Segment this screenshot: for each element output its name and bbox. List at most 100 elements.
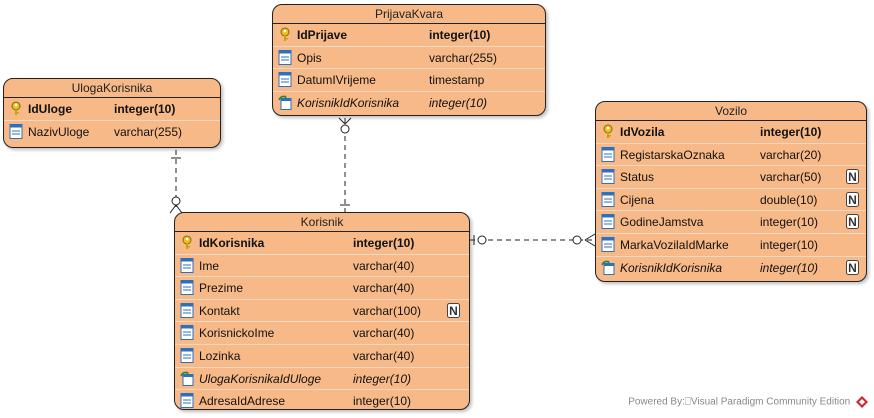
- column-row[interactable]: KorisnickoIme varchar(40): [175, 321, 469, 344]
- column-icon: [278, 72, 292, 88]
- svg-text:N: N: [449, 304, 458, 318]
- nullable-icon: N: [846, 169, 859, 185]
- svg-text:N: N: [848, 170, 857, 184]
- column-name: DatumIVrijeme: [297, 73, 376, 88]
- column-row[interactable]: Opis varchar(255): [273, 45, 545, 69]
- column-row[interactable]: IdPrijave integer(10): [273, 24, 545, 46]
- column-type: integer(10): [429, 28, 491, 42]
- column-type: varchar(40): [353, 348, 415, 363]
- column-type: integer(10): [353, 371, 412, 386]
- column-icon: [180, 347, 194, 363]
- column-icon: [601, 191, 615, 207]
- column-name: IdPrijave: [297, 28, 348, 42]
- column-icon: [9, 123, 23, 139]
- column-type: varchar(255): [429, 50, 498, 65]
- entity-vozilo[interactable]: Vozilo IdVozila integer(10) RegistarskaO…: [595, 101, 867, 282]
- column-name: NazivUloge: [28, 124, 90, 139]
- column-row[interactable]: Lozinka varchar(40): [175, 343, 469, 367]
- column-name: GodineJamstva: [620, 215, 704, 230]
- relationship-korisnik-vozilo[interactable]: [470, 233, 596, 247]
- entity-prijava-kvara[interactable]: PrijavaKvara IdPrijave integer(10) Opis …: [272, 4, 546, 116]
- column-type: integer(10): [429, 95, 488, 110]
- column-row[interactable]: IdUloge integer(10): [4, 98, 220, 120]
- svg-text:N: N: [848, 193, 857, 207]
- column-row[interactable]: Ime varchar(40): [175, 253, 469, 277]
- column-type: varchar(100): [353, 303, 422, 318]
- nullable-icon: N: [846, 259, 859, 275]
- column-name: Ime: [199, 258, 220, 273]
- column-icon: [180, 280, 194, 296]
- column-name: KorisnickoIme: [199, 326, 275, 341]
- column-name: KorisnikIdKorisnika: [297, 95, 400, 110]
- powered-by-text: Powered By:⎕Visual Paradigm Community Ed…: [628, 396, 851, 408]
- column-row[interactable]: MarkaVozilaIdMarke integer(10): [596, 232, 866, 256]
- column-type: integer(10): [760, 260, 819, 275]
- column-name: Status: [620, 170, 655, 185]
- foreign-key-icon: [278, 95, 292, 110]
- column-name: IdKorisnika: [199, 236, 265, 250]
- powered-by-footer: Powered By:⎕Visual Paradigm Community Ed…: [628, 396, 868, 408]
- column-type: integer(10): [353, 394, 412, 409]
- column-name: UlogaKorisnikaIdUloge: [199, 371, 322, 386]
- svg-text:N: N: [848, 261, 857, 275]
- column-row[interactable]: Cijena double(10) N: [596, 187, 866, 211]
- column-name: KorisnikIdKorisnika: [620, 260, 723, 275]
- column-type: varchar(255): [114, 124, 183, 139]
- column-icon: [180, 325, 194, 341]
- column-type: varchar(50): [760, 170, 822, 185]
- primary-key-icon: [280, 27, 290, 41]
- foreign-key-icon: [180, 371, 194, 386]
- column-type: integer(10): [760, 215, 819, 230]
- column-name: AdresaIdAdrese: [199, 394, 286, 409]
- svg-text:N: N: [848, 215, 857, 229]
- column-name: IdUloge: [28, 102, 72, 116]
- visual-paradigm-logo-icon: [856, 396, 868, 408]
- column-icon: [601, 214, 615, 230]
- primary-key-icon: [603, 124, 613, 138]
- relationship-uloga-korisnik[interactable]: [169, 150, 183, 214]
- column-row[interactable]: DatumIVrijeme timestamp: [273, 68, 545, 91]
- column-type: varchar(40): [353, 258, 415, 273]
- column-name: Lozinka: [199, 348, 241, 363]
- column-name: RegistarskaOznaka: [620, 147, 725, 162]
- column-name: Opis: [297, 50, 322, 65]
- column-row[interactable]: KorisnikIdKorisnika integer(10): [273, 90, 545, 114]
- column-icon: [278, 49, 292, 65]
- primary-key-icon: [11, 101, 21, 115]
- nullable-icon: N: [846, 214, 859, 230]
- column-name: Prezime: [199, 281, 244, 296]
- column-row[interactable]: RegistarskaOznaka varchar(20): [596, 142, 866, 166]
- entity-title: Vozilo: [596, 102, 866, 121]
- column-type: integer(10): [353, 236, 415, 250]
- column-row[interactable]: Prezime varchar(40): [175, 276, 469, 299]
- column-type: timestamp: [429, 73, 485, 88]
- relationship-prijava-korisnik[interactable]: [338, 117, 352, 212]
- column-type: varchar(20): [760, 147, 822, 162]
- column-icon: [180, 302, 194, 318]
- column-row[interactable]: NazivUloge varchar(255): [4, 119, 220, 143]
- column-row[interactable]: Status varchar(50) N: [596, 165, 866, 188]
- entity-korisnik[interactable]: Korisnik IdKorisnika integer(10) Ime var…: [174, 212, 470, 410]
- column-name: MarkaVozilaIdMarke: [620, 237, 729, 252]
- entity-uloga-korisnika[interactable]: UlogaKorisnika IdUloge integer(10) Naziv…: [3, 78, 221, 148]
- column-row[interactable]: KorisnikIdKorisnika integer(10) N: [596, 255, 866, 279]
- entity-title: PrijavaKvara: [273, 5, 545, 24]
- column-icon: [601, 146, 615, 162]
- column-icon: [601, 236, 615, 252]
- column-icon: [601, 169, 615, 185]
- nullable-icon: N: [447, 302, 460, 318]
- column-row[interactable]: GodineJamstva integer(10) N: [596, 210, 866, 233]
- column-row[interactable]: UlogaKorisnikaIdUloge integer(10): [175, 366, 469, 390]
- column-type: integer(10): [760, 125, 822, 139]
- nullable-icon: N: [846, 191, 859, 207]
- column-type: double(10): [760, 192, 818, 207]
- column-name: Kontakt: [199, 303, 240, 318]
- column-row[interactable]: Kontakt varchar(100) N: [175, 298, 469, 322]
- column-row[interactable]: AdresaIdAdrese integer(10): [175, 389, 469, 412]
- column-row[interactable]: IdVozila integer(10): [596, 121, 866, 143]
- column-type: integer(10): [114, 102, 176, 116]
- column-name: IdVozila: [620, 125, 665, 139]
- column-row[interactable]: IdKorisnika integer(10): [175, 232, 469, 254]
- column-icon: [180, 393, 194, 409]
